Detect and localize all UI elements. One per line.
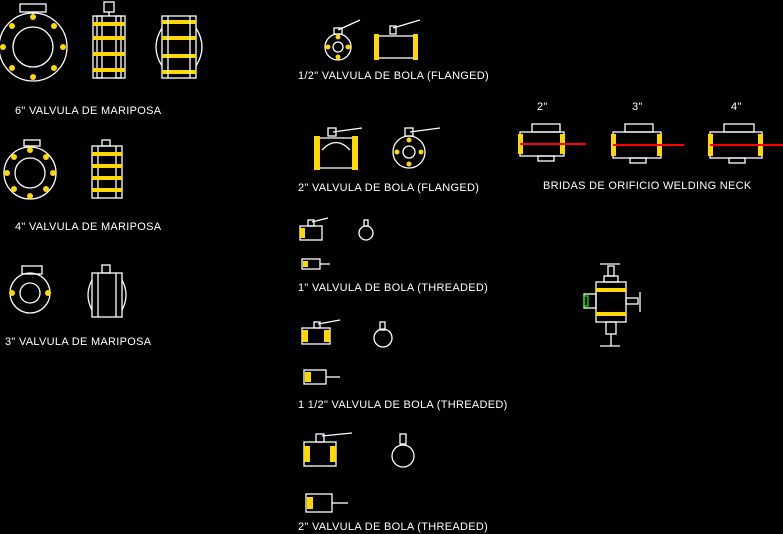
bola-2-threaded-front [391,433,415,468]
bola-half-flanged-side [374,19,421,60]
mariposa-6-front-view [0,3,68,82]
bola-1-threaded-top [301,258,330,270]
label-bola-1-threaded: 1" VALVULA DE BOLA (THREADED) [298,282,488,294]
mariposa-4-side-view [91,139,123,199]
label-bola-half-flanged: 1/2" VALVULA DE BOLA (FLANGED) [298,70,489,82]
label-mariposa-6: 6" VALVULA DE MARIPOSA [15,105,162,117]
label-mariposa-3: 3" VALVULA DE MARIPOSA [5,336,152,348]
bola-2-flanged-front [392,127,441,169]
label-bridas: BRIDAS DE ORIFICIO WELDING NECK [543,180,752,192]
mariposa-4-front-view [3,139,57,200]
bola-2-flanged-side [314,127,363,170]
label-bola-1half-threaded: 1 1/2" VALVULA DE BOLA (THREADED) [298,399,508,411]
manifold-valve [583,263,641,347]
brida-orificio-4 [708,123,783,164]
mariposa-6-top-view [155,15,203,79]
bola-1half-threaded-front [373,321,393,348]
mariposa-3-front-view [9,265,51,314]
size-2-label: 2" [537,101,548,113]
brida-orificio-3 [611,123,684,164]
bola-1half-threaded-top [303,369,340,385]
bola-1-threaded-front [358,219,374,241]
brida-orificio-2 [518,123,586,162]
mariposa-6-side-view [92,1,126,79]
bola-2-threaded-top [305,493,348,513]
size-4-label: 4" [731,101,742,113]
label-mariposa-4: 4" VALVULA DE MARIPOSA [15,221,162,233]
size-3-label: 3" [632,101,643,113]
bola-half-flanged-front [324,19,361,61]
mariposa-3-side-view [87,264,127,318]
label-bola-2-flanged: 2" VALVULA DE BOLA (FLANGED) [298,182,479,194]
bola-2-threaded-side [303,432,353,467]
bola-1-threaded-side [299,217,329,241]
label-bola-2-threaded: 2" VALVULA DE BOLA (THREADED) [298,521,488,533]
bola-1half-threaded-side [301,319,341,345]
